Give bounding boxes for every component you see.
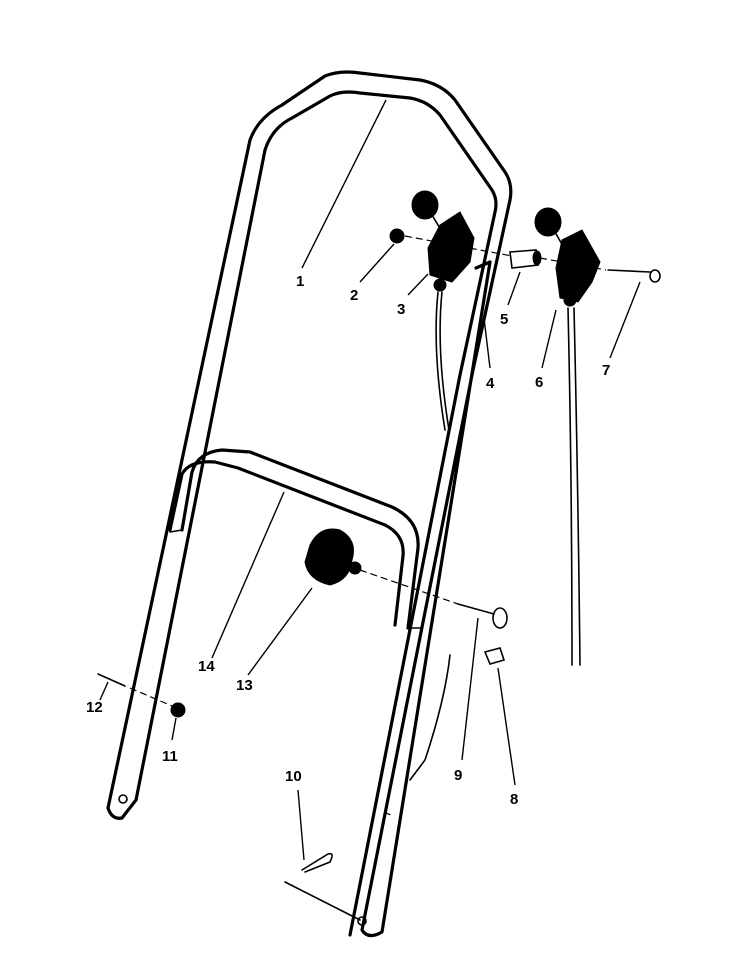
label-part-2: 2 xyxy=(350,287,358,304)
label-part-7: 7 xyxy=(602,362,610,379)
leader-lines xyxy=(99,99,641,861)
bolt-12 xyxy=(97,673,126,687)
label-part-12: 12 xyxy=(86,699,103,716)
upper-handle xyxy=(106,70,513,820)
label-part-8: 8 xyxy=(510,791,518,808)
bolt-7 xyxy=(607,269,661,283)
label-part-14: 14 xyxy=(198,658,215,675)
knob-13 xyxy=(304,528,362,586)
throttle-control-lever xyxy=(411,190,475,431)
label-part-4: 4 xyxy=(486,375,495,392)
label-part-1: 1 xyxy=(296,273,304,290)
nut-2 xyxy=(389,228,405,244)
spacer-5 xyxy=(509,249,542,269)
label-part-5: 5 xyxy=(500,311,508,328)
label-part-11: 11 xyxy=(162,748,178,765)
cable-clip-8 xyxy=(483,647,506,665)
carriage-bolt-9 xyxy=(457,603,508,629)
label-part-10: 10 xyxy=(285,768,302,785)
part-labels: 1 2 3 4 5 6 7 8 9 10 11 12 13 14 xyxy=(86,273,610,808)
second-control-lever xyxy=(534,207,601,666)
label-part-6: 6 xyxy=(535,374,543,391)
lower-crossbar xyxy=(168,448,420,630)
nut-11 xyxy=(170,702,186,718)
clevis-pin-10 xyxy=(301,852,333,873)
label-part-3: 3 xyxy=(397,301,405,318)
alignment-lines xyxy=(129,235,607,921)
cable-9-segment xyxy=(409,654,451,781)
label-part-9: 9 xyxy=(454,767,462,784)
right-handle-tube xyxy=(348,260,492,938)
label-part-13: 13 xyxy=(236,677,253,694)
